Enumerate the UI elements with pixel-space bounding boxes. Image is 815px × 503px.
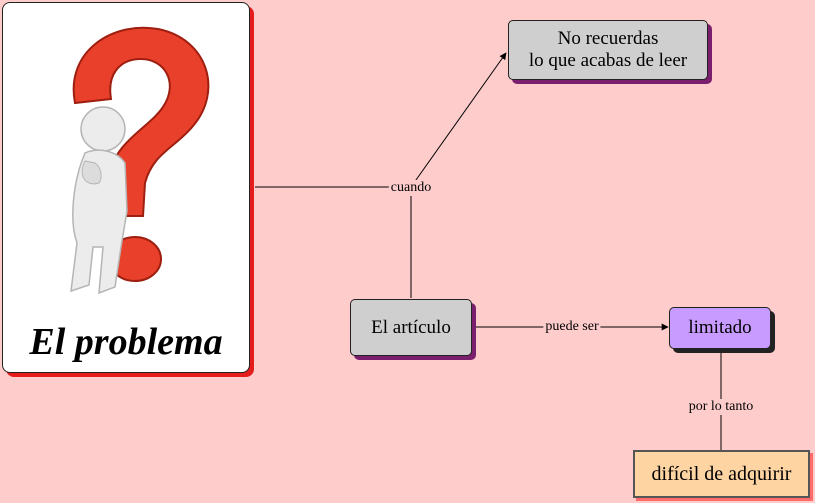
link-label-therefore: por lo tanto <box>686 399 756 415</box>
node-difficult[interactable]: difícil de adquirir <box>633 450 810 498</box>
node-article-label: El artículo <box>371 316 451 338</box>
thinking-person-question-mark-icon <box>70 26 210 295</box>
link-when-to-memory-arrow <box>410 52 507 188</box>
node-limited-label: limitado <box>688 317 752 338</box>
node-memory-line1: No recuerdas <box>557 28 659 49</box>
node-difficult-label: difícil de adquirir <box>651 463 792 485</box>
link-label-when: cuando <box>388 180 434 196</box>
card-title: El problema <box>29 321 223 363</box>
node-article[interactable]: El artículo <box>350 299 472 356</box>
node-limited[interactable]: limitado <box>669 307 771 349</box>
problem-card: El problema <box>2 2 250 373</box>
link-label-can-be: puede ser <box>543 319 601 335</box>
node-memory[interactable]: No recuerdas lo que acabas de leer <box>508 20 708 80</box>
node-memory-line2: lo que acabas de leer <box>528 50 688 71</box>
